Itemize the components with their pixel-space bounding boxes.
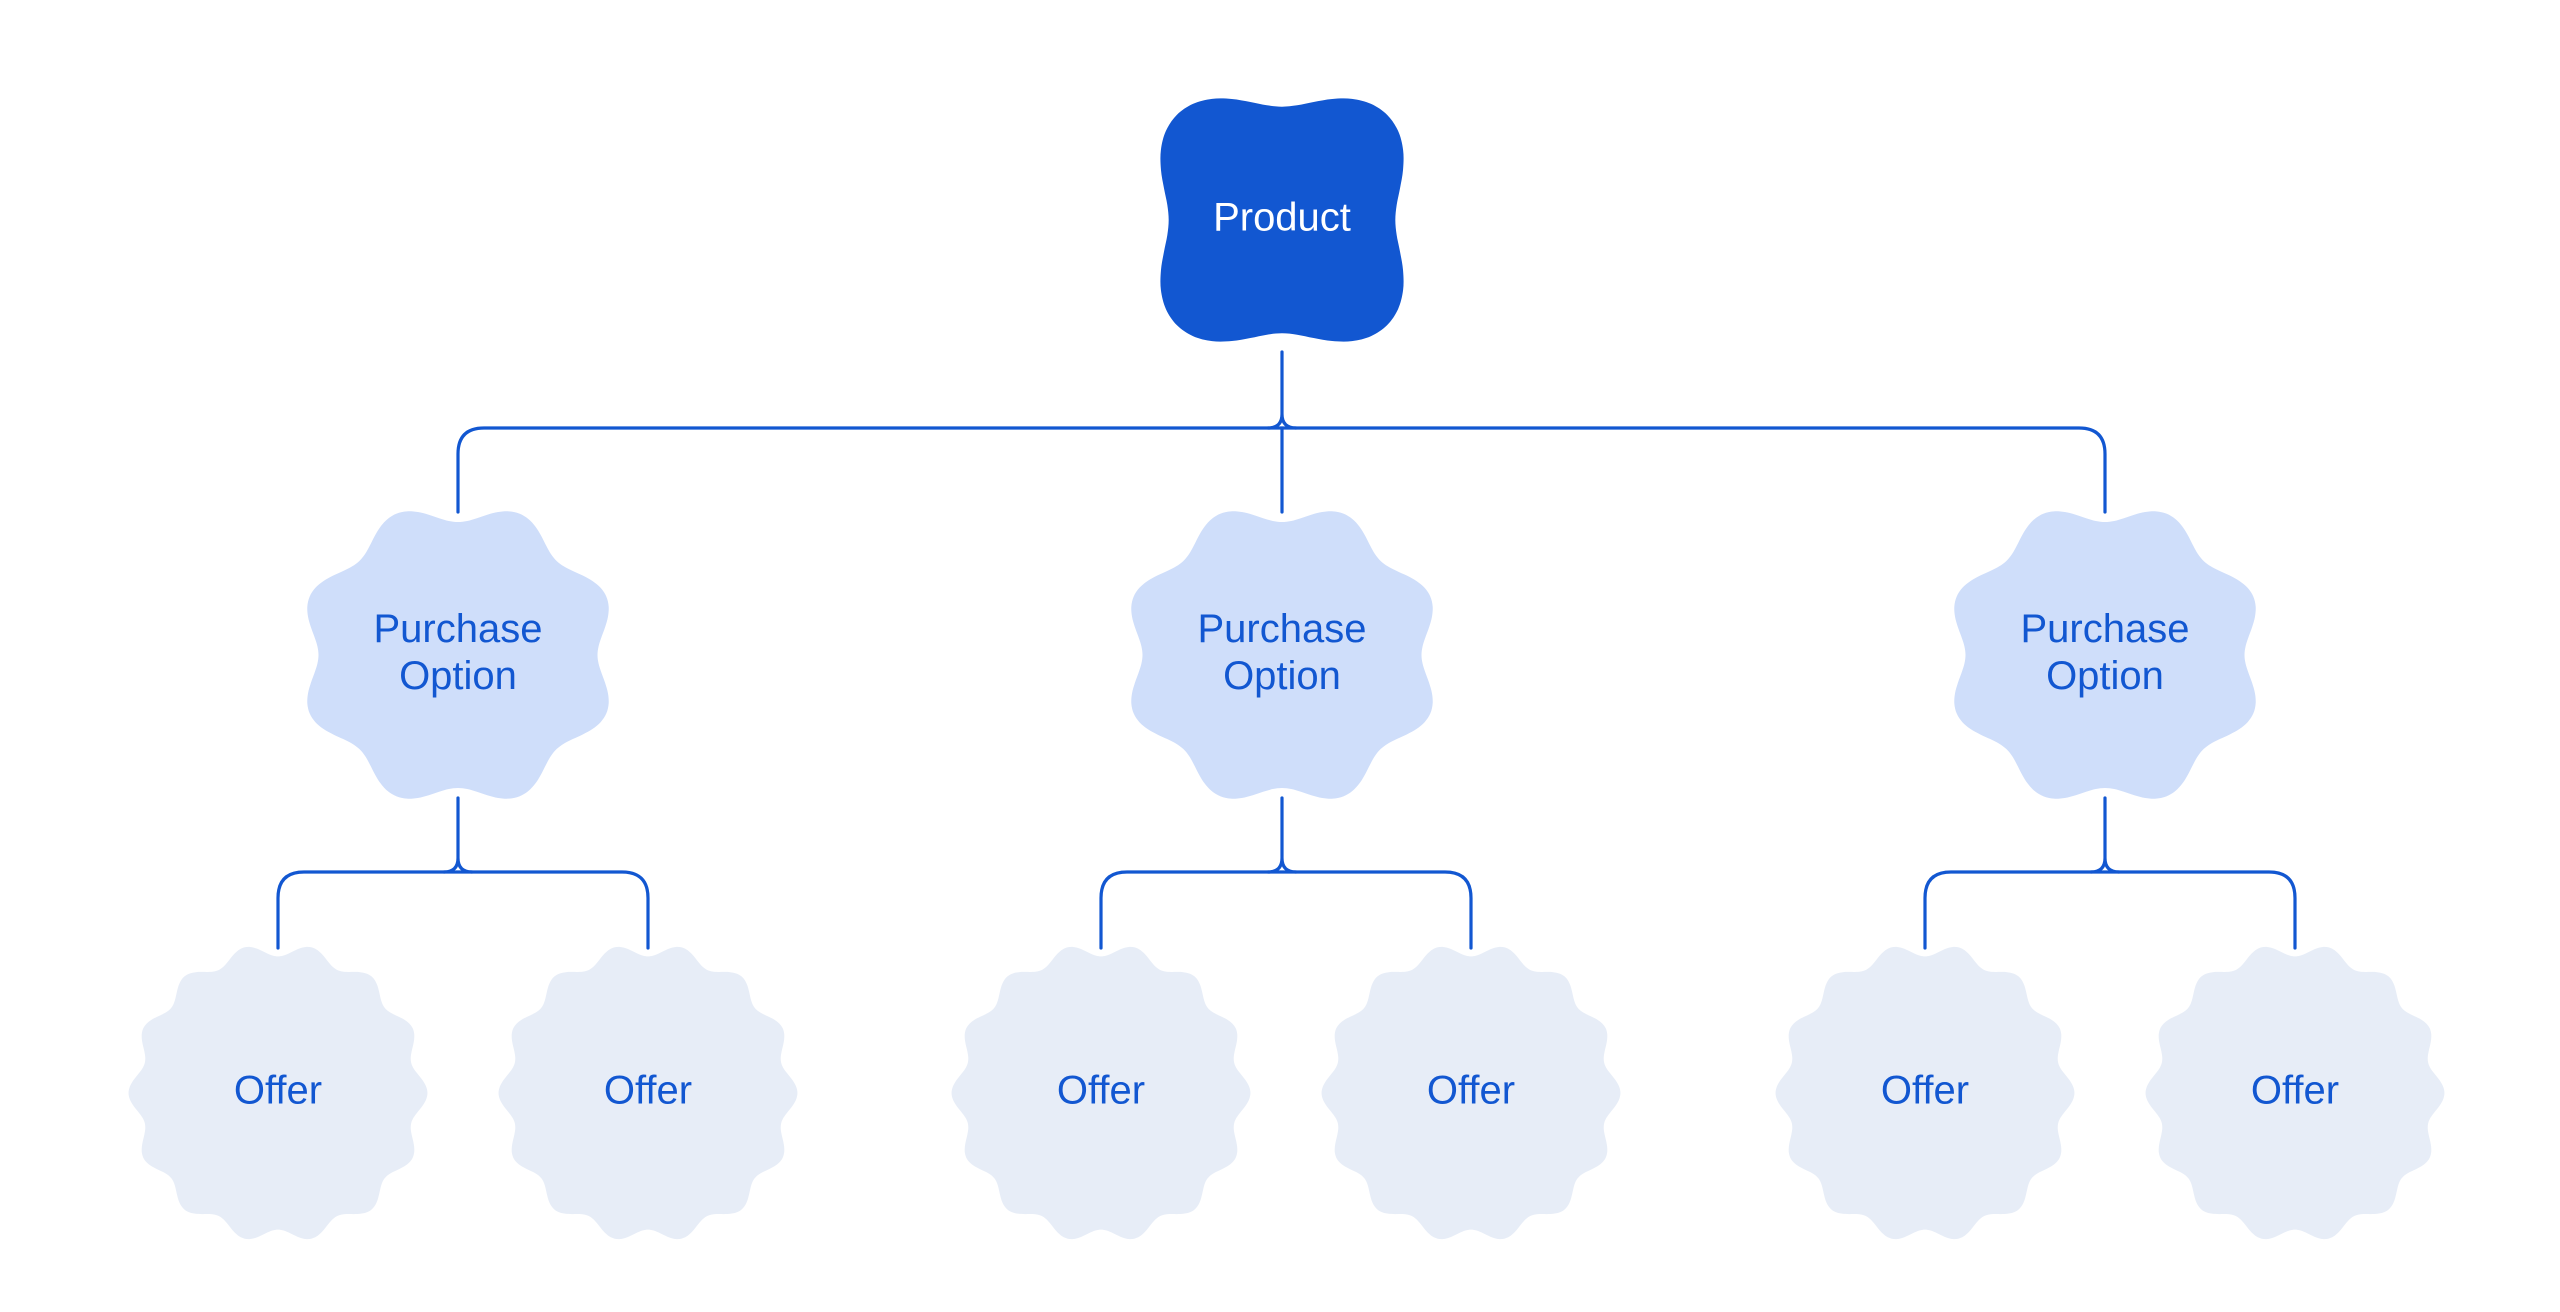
connector-layer [276,350,2297,950]
purchase-option-node-label: Option [1223,654,1341,698]
edge-purchase-option-2-bus [1099,870,1473,950]
offer-node-offer-2-b[interactable]: Offer [1321,946,1621,1240]
purchase-option-node-label: Purchase [374,607,543,651]
offer-node-label: Offer [604,1069,692,1113]
offer-node-shape-scalloped-circle [1775,946,2075,1240]
edge-purchase-option-3-trunk [2089,796,2121,874]
offer-node-offer-3-b[interactable]: Offer [2145,946,2445,1240]
product-node-product[interactable]: Product [1160,98,1404,342]
edge-purchase-option-1-bus [276,870,650,950]
offer-node-label: Offer [1427,1069,1515,1113]
purchase-option-node-shape-eight-lobe-flower [1131,511,1433,799]
offer-node-shape-scalloped-circle [2145,946,2445,1240]
offer-node-shape-scalloped-circle [1321,946,1621,1240]
offer-node-shape-scalloped-circle [128,946,428,1240]
offer-node-shape-scalloped-circle [951,946,1251,1240]
edge-product-trunk [1266,350,1298,430]
offer-node-label: Offer [2251,1069,2339,1113]
product-node-shape-four-lobe-blob [1160,98,1404,342]
offer-node-offer-2-a[interactable]: Offer [951,946,1251,1240]
purchase-option-node-shape-eight-lobe-flower [1954,511,2256,799]
offer-node-shape-scalloped-circle [498,946,798,1240]
edge-purchase-option-3-bus [1923,870,2297,950]
purchase-option-node-label: Purchase [2021,607,2190,651]
offer-node-offer-1-b[interactable]: Offer [498,946,798,1240]
offer-node-offer-1-a[interactable]: Offer [128,946,428,1240]
offer-node-label: Offer [1057,1069,1145,1113]
purchase-option-node-label: Option [2046,654,2164,698]
purchase-option-node-label: Option [399,654,517,698]
product-node-label: Product [1213,196,1351,240]
offer-node-label: Offer [1881,1069,1969,1113]
purchase-option-node-shape-eight-lobe-flower [307,511,609,799]
offer-node-offer-3-a[interactable]: Offer [1775,946,2075,1240]
purchase-option-node-label: Purchase [1198,607,1367,651]
edge-purchase-option-2-trunk [1266,796,1298,874]
edge-purchase-option-1-trunk [442,796,474,874]
offer-node-label: Offer [234,1069,322,1113]
